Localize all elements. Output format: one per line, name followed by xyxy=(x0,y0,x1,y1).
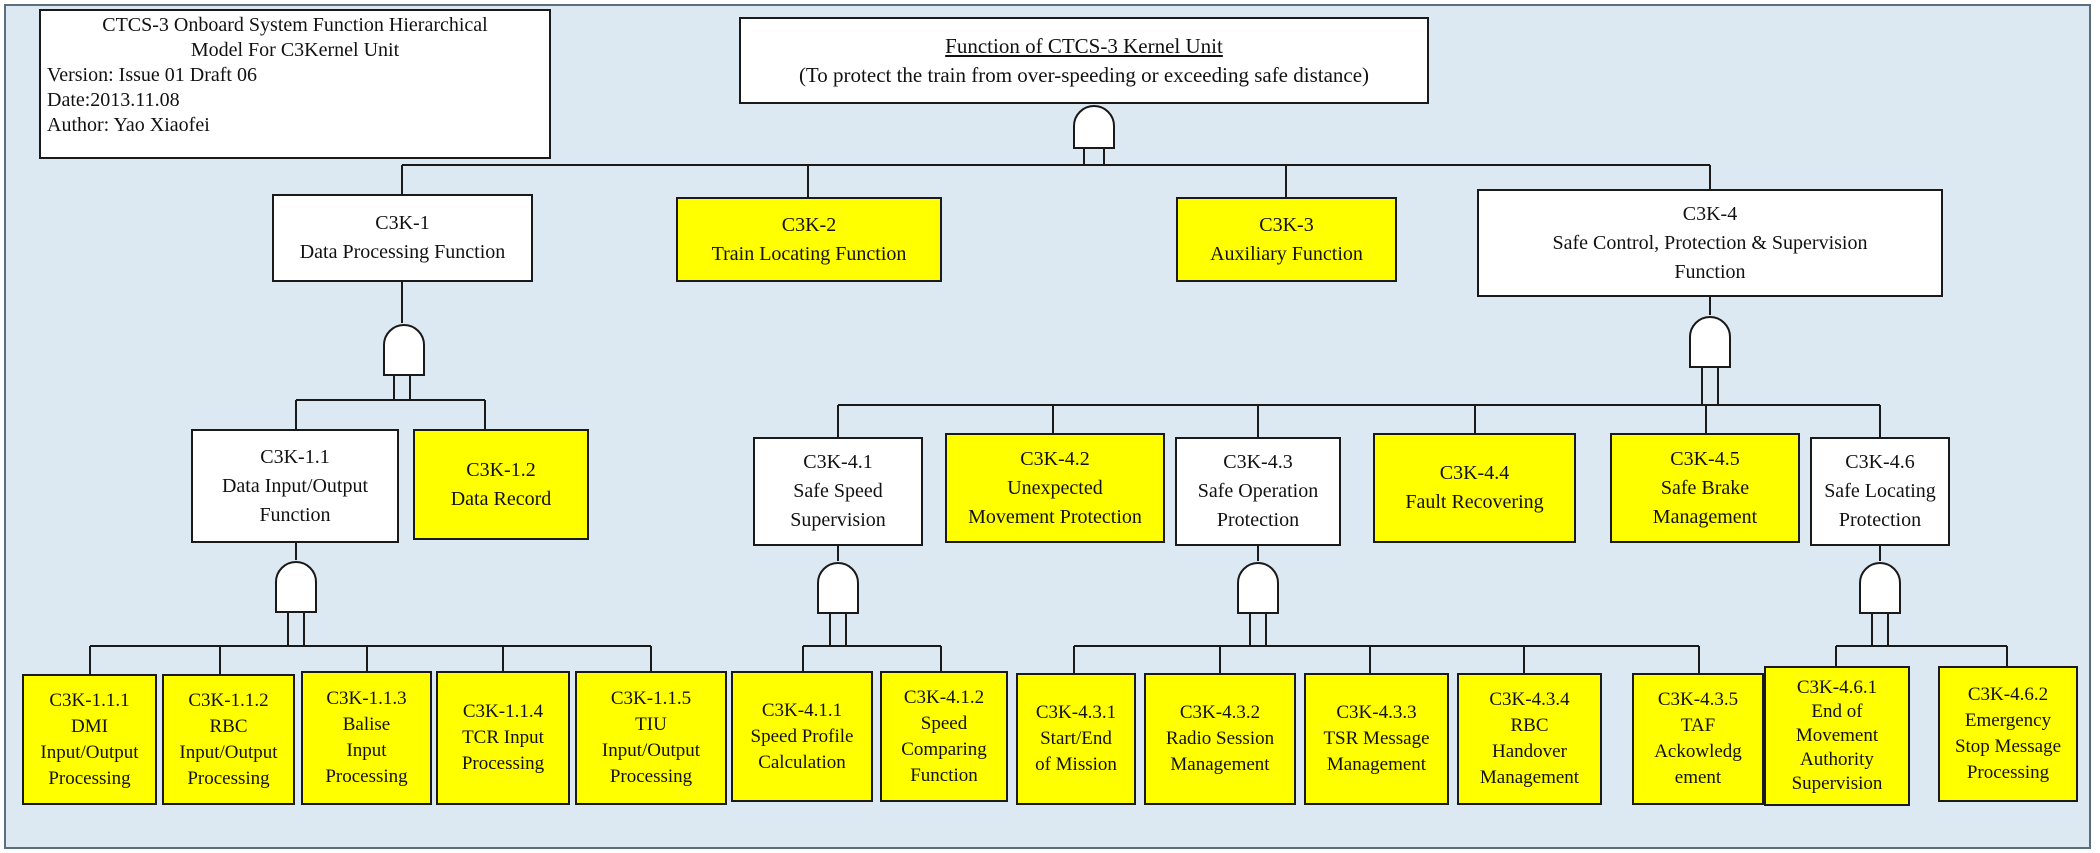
node-c3k-4-6-1: C3K-4.6.1 End of Movement Authority Supe… xyxy=(1764,666,1910,806)
node-c3k-4-1-2: C3K-4.1.2 Speed Comparing Function xyxy=(880,671,1008,802)
and-gate-icon xyxy=(1073,105,1115,149)
node-c3k-4-1-1: C3K-4.1.1 Speed Profile Calculation xyxy=(731,671,873,802)
root-function-subtitle: (To protect the train from over-speeding… xyxy=(798,62,1370,87)
and-gate-icon xyxy=(1859,562,1901,614)
node-c3k-1-1-2: C3K-1.1.2 RBC Input/Output Processing xyxy=(162,674,295,805)
model-title-line-1: CTCS-3 Onboard System Function Hierarchi… xyxy=(102,14,488,36)
node-c3k-1-1-5: C3K-1.1.5 TIU Input/Output Processing xyxy=(575,671,727,805)
node-c3k-4-3-3: C3K-4.3.3 TSR Message Management xyxy=(1304,673,1449,805)
node-c3k-4-3-1: C3K-4.3.1 Start/End of Mission xyxy=(1016,673,1136,805)
node-c3k-4-3: C3K-4.3 Safe Operation Protection xyxy=(1175,437,1341,546)
version-label: Version: Issue 01 Draft 06 xyxy=(47,64,257,86)
node-c3k-3: C3K-3 Auxiliary Function xyxy=(1176,197,1397,282)
node-c3k-1-2: C3K-1.2 Data Record xyxy=(413,429,589,540)
node-c3k-1: C3K-1 Data Processing Function xyxy=(272,194,533,282)
node-c3k-2: C3K-2 Train Locating Function xyxy=(676,197,942,282)
root-function-box: Function of CTCS-3 Kernel Unit (To prote… xyxy=(739,17,1429,104)
and-gate-icon xyxy=(1689,316,1731,368)
node-c3k-4-5: C3K-4.5 Safe Brake Management xyxy=(1610,433,1800,543)
and-gate-icon xyxy=(275,561,317,613)
node-c3k-4-3-5: C3K-4.3.5 TAF Ackowledg ement xyxy=(1632,673,1764,805)
and-gate-icon xyxy=(817,562,859,614)
author-label: Author: Yao Xiaofei xyxy=(47,114,210,136)
node-c3k-4-4: C3K-4.4 Fault Recovering xyxy=(1373,433,1576,543)
node-c3k-1-1-1: C3K-1.1.1 DMI Input/Output Processing xyxy=(22,674,157,805)
node-c3k-4-3-4: C3K-4.3.4 RBC Handover Management xyxy=(1457,673,1602,805)
node-c3k-4-1: C3K-4.1 Safe Speed Supervision xyxy=(753,437,923,546)
model-title-line-2: Model For C3Kernel Unit xyxy=(190,39,400,61)
and-gate-icon xyxy=(383,324,425,376)
node-c3k-4-2: C3K-4.2 Unexpected Movement Protection xyxy=(945,433,1165,543)
node-c3k-1-1: C3K-1.1 Data Input/Output Function xyxy=(191,429,399,543)
node-c3k-4-6: C3K-4.6 Safe Locating Protection xyxy=(1810,437,1950,546)
date-label: Date:2013.11.08 xyxy=(47,89,180,111)
root-function-title: Function of CTCS-3 Kernel Unit xyxy=(945,33,1223,58)
node-c3k-4: C3K-4 Safe Control, Protection & Supervi… xyxy=(1477,189,1943,297)
node-c3k-4-6-2: C3K-4.6.2 Emergency Stop Message Process… xyxy=(1938,666,2078,802)
node-c3k-1-1-4: C3K-1.1.4 TCR Input Processing xyxy=(436,671,570,805)
document-info-box: CTCS-3 Onboard System Function Hierarchi… xyxy=(39,9,551,159)
node-c3k-4-3-2: C3K-4.3.2 Radio Session Management xyxy=(1144,673,1296,805)
and-gate-icon xyxy=(1237,562,1279,614)
node-c3k-1-1-3: C3K-1.1.3 Balise Input Processing xyxy=(301,671,432,805)
